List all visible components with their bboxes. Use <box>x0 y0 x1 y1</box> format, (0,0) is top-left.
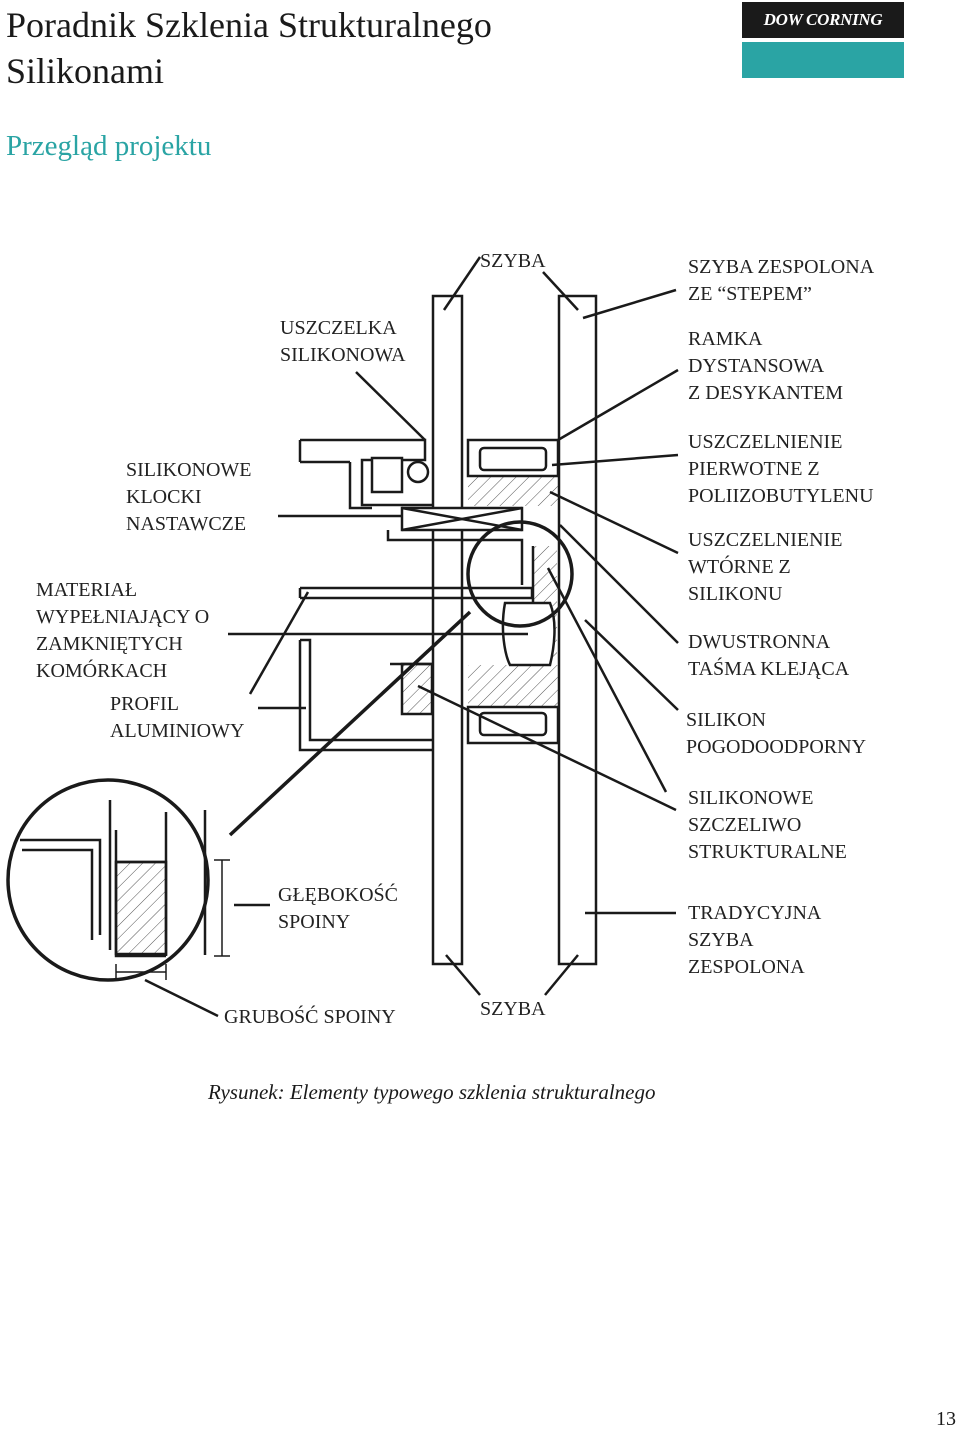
label-tradycyjna-szyba: TRADYCYJNA SZYBA ZESPOLONA <box>688 902 822 978</box>
inner-glass-pane <box>557 294 598 966</box>
label-silikonowe-klocki: SILIKONOWE KLOCKI NASTAWCZE <box>126 459 252 535</box>
page-number: 13 <box>936 1408 956 1430</box>
label-uszczelnienie-pierwotne: USZCZELNIENIE PIERWOTNE Z POLIIZOBUTYLEN… <box>688 431 874 507</box>
label-uszczelnienie-wtorne: USZCZELNIENIE WTÓRNE Z SILIKONU <box>688 529 843 605</box>
label-dwustronna-tasma: DWUSTRONNA TAŚMA KLEJĄCA <box>688 631 850 680</box>
logo-accent-bar <box>742 42 904 78</box>
detail-highlight-circle <box>466 520 574 628</box>
lower-secondary-seal <box>468 665 558 707</box>
label-profil-aluminiowy: PROFIL ALUMINIOWY <box>110 693 245 742</box>
label-grubosc-spoiny: GRUBOŚĆ SPOINY <box>224 1006 396 1028</box>
label-ramka-dystansowa: RAMKA DYSTANSOWA Z DESYKANTEM <box>688 328 843 404</box>
label-material-wypelniajacy: MATERIAŁ WYPEŁNIAJĄCY O ZAMKNIĘTYCH KOMÓ… <box>36 579 210 682</box>
outer-glass-pane <box>431 294 464 966</box>
label-glebokosc-spoiny: GŁĘBOKOŚĆ SPOINY <box>278 884 399 933</box>
label-silikon-pogodoodporny: SILIKON POGODOODPORNY <box>686 709 867 758</box>
leader-lines <box>144 256 679 1018</box>
section-subtitle: Przegląd projektu <box>6 130 212 162</box>
document-title: Poradnik Szklenia Strukturalnego Silikon… <box>6 5 492 91</box>
label-uszczelka-silikonowa: USZCZELKA SILIKONOWA <box>280 317 406 366</box>
lower-aluminium-profile <box>300 638 432 742</box>
upper-secondary-seal <box>468 476 558 506</box>
dow-corning-logo: DOW CORNING <box>742 2 904 38</box>
label-szyba-top: SZYBA <box>480 250 546 272</box>
label-szyba-zespolona: SZYBA ZESPOLONA ZE “STEPEM” <box>688 256 875 305</box>
label-szyba-bottom: SZYBA <box>480 998 546 1020</box>
figure-caption: Rysunek: Elementy typowego szklenia stru… <box>208 1080 656 1104</box>
label-silikonowe-szczeliwo: SILIKONOWE SZCZELIWO STRUKTURALNE <box>688 787 847 863</box>
detail-magnified-circle <box>6 778 210 982</box>
